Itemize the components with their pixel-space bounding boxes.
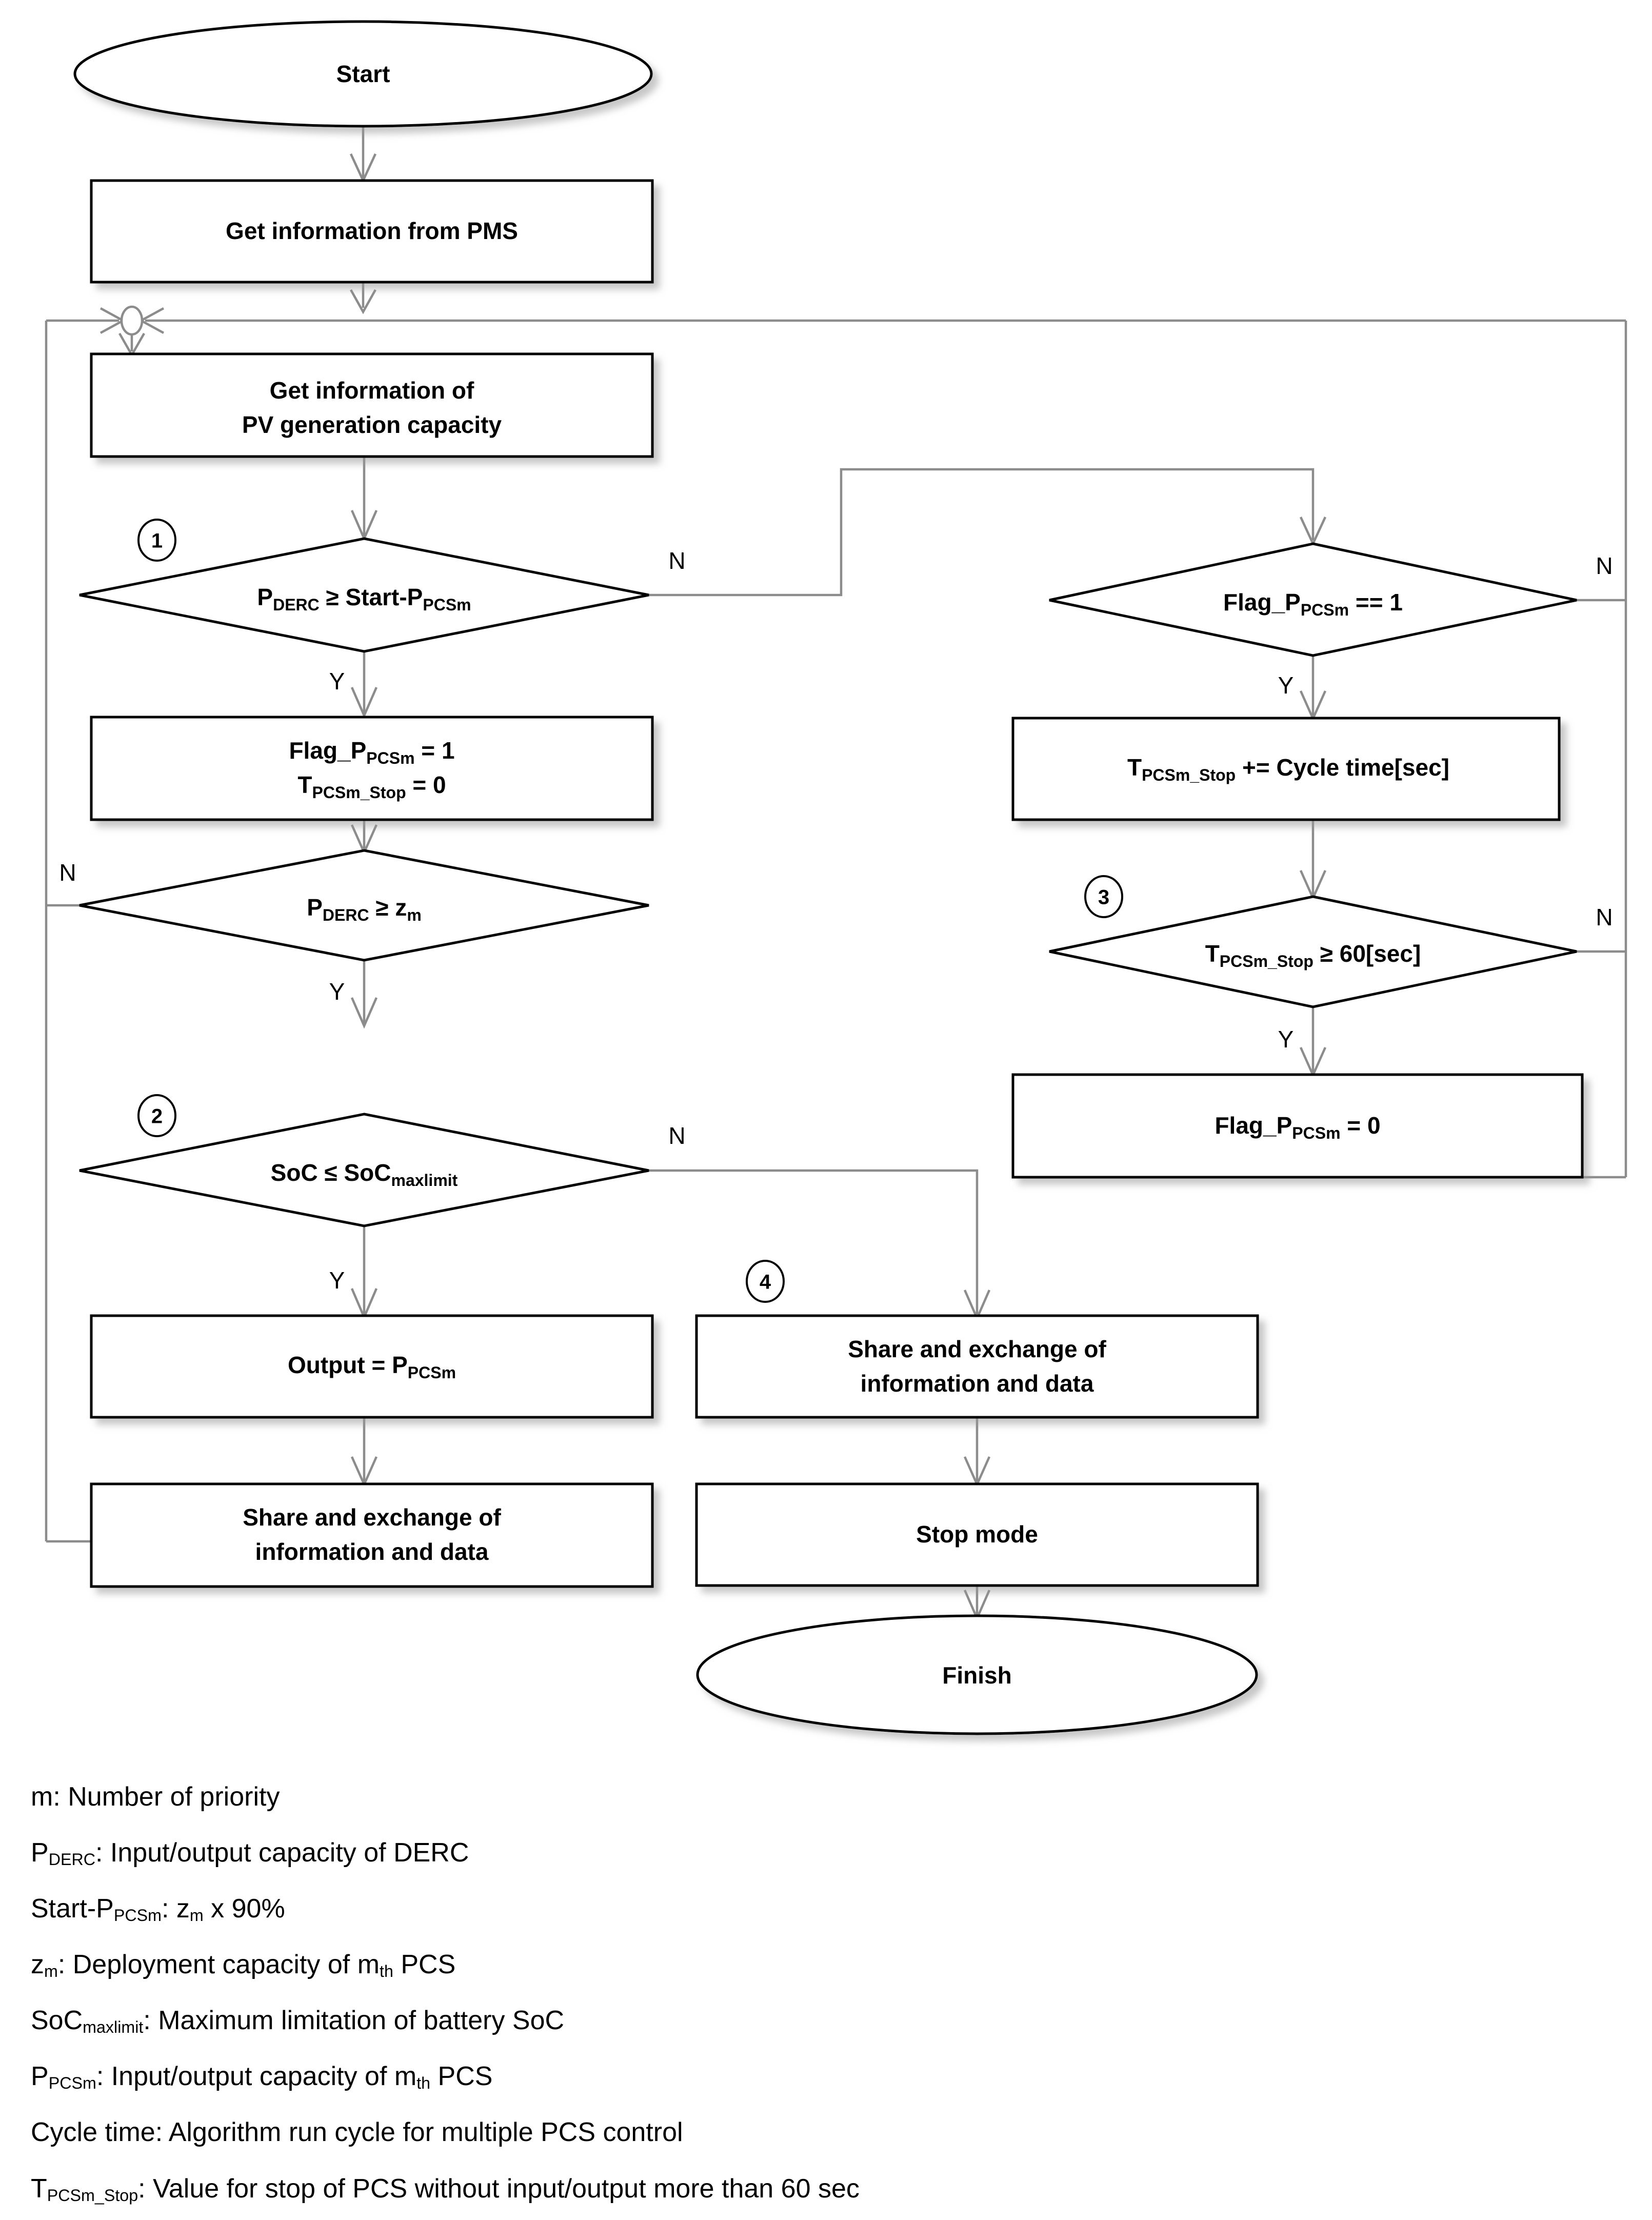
marker-3: 3 [1084, 875, 1123, 918]
node-decision-60sec-label: TPCSm_Stop ≥ 60[sec] [1205, 940, 1421, 970]
node-decision-soc-label: SoC ≤ SoCmaxlimit [271, 1159, 458, 1190]
legend-line-6: Cycle time: Algorithm run cycle for mult… [31, 2108, 1621, 2164]
legend-symbol-5: P [31, 2062, 49, 2092]
node-accumulate-time[interactable]: TPCSm_Stop += Cycle time[sec] [1011, 717, 1561, 821]
svg-text:3: 3 [1098, 886, 1109, 909]
legend-symbol-3: z [31, 1950, 44, 1980]
legend-rest-6: : Algorithm run cycle for multiple PCS c… [155, 2117, 683, 2148]
legend-sub-7: PCSm_Stop [47, 2186, 138, 2205]
node-flag-set-line2: TPCSm_Stop = 0 [297, 771, 446, 802]
node-share-left[interactable]: Share and exchange of information and da… [90, 1482, 654, 1588]
node-flag-set[interactable]: Flag_PPCSm = 1 TPCSm_Stop = 0 [90, 716, 654, 821]
node-decision-flag-label: Flag_PPCSm == 1 [1223, 589, 1403, 619]
node-accumulate-time-label: TPCSm_Stop += Cycle time[sec] [1127, 754, 1449, 784]
node-share-left-line2: information and data [255, 1538, 489, 1565]
legend-rest-7: : Value for stop of PCS without input/ou… [138, 2173, 860, 2204]
node-flag-clear-label: Flag_PPCSm = 0 [1215, 1112, 1380, 1142]
legend-line-5: PPCSm: Input/output capacity of mth PCS [31, 2052, 1621, 2108]
node-get-info-pms-label: Get information from PMS [226, 217, 518, 244]
legend-symbol-1: P [31, 1838, 49, 1868]
arrowhead-dsoc [350, 997, 378, 1029]
legend-symbol-7: T [31, 2173, 47, 2204]
legend-rest-1: : Input/output capacity of DERC [95, 1838, 469, 1868]
node-output-pcsm[interactable]: Output = PPCSm [90, 1314, 654, 1419]
node-share-right-line1: Share and exchange of [848, 1336, 1106, 1362]
connector-layer [45, 126, 1627, 1621]
legend-symbol-2: Start-P [31, 1894, 114, 1924]
branch-label-dzm-yes: Y [329, 978, 345, 1005]
marker-2: 2 [137, 1094, 176, 1137]
node-get-info-pv-label-line1: Get information of [270, 377, 474, 404]
svg-text:1: 1 [151, 530, 163, 552]
branch-label-dsoc-no: N [668, 1122, 685, 1149]
legend-sub-4: maxlimit [83, 2018, 144, 2037]
legend-block: m: Number of priority PDERC: Input/outpu… [31, 1772, 1621, 2220]
node-get-info-pms[interactable]: Get information from PMS [90, 179, 654, 284]
legend-sub-2: PCSm [113, 1906, 162, 1925]
node-decision-60sec[interactable]: TPCSm_Stop ≥ 60[sec] 3 N Y [1049, 875, 1613, 1053]
marker-4: 4 [746, 1260, 785, 1303]
branch-label-dsoc-yes: Y [329, 1267, 345, 1294]
node-finish[interactable]: Finish [696, 1614, 1258, 1735]
branch-label-dzm-no: N [59, 859, 76, 886]
branch-label-d1-no: N [668, 547, 685, 574]
merge-junction-node [120, 305, 144, 336]
node-get-info-pv-label-line2: PV generation capacity [242, 411, 502, 438]
svg-text:4: 4 [760, 1271, 771, 1294]
node-decision-pderc-zm[interactable]: PDERC ≥ zm N Y [59, 849, 649, 1005]
legend-symbol-4: SoC [31, 2006, 83, 2036]
branch-label-d60-yes: Y [1278, 1026, 1294, 1053]
legend-rest-4: : Maximum limitation of battery SoC [143, 2006, 565, 2036]
svg-text:2: 2 [151, 1105, 163, 1128]
legend-symbol-6: Cycle time [31, 2117, 155, 2148]
node-stop-mode-label: Stop mode [916, 1521, 1038, 1548]
arrowhead-junction-top [350, 289, 376, 314]
node-decision-flag[interactable]: Flag_PPCSm == 1 N Y [1049, 542, 1613, 699]
legend-line-0: m: Number of priority [31, 1772, 1621, 1828]
node-decision-pderc-zm-label: PDERC ≥ zm [307, 894, 422, 924]
legend-line-3: zm: Deployment capacity of mth PCS [31, 1940, 1621, 1996]
node-get-info-pv[interactable]: Get information of PV generation capacit… [90, 352, 654, 458]
legend-sub-3: m [44, 1962, 58, 1981]
legend-symbol-0: m [31, 1782, 53, 1812]
connector-dsoc-no [649, 1169, 979, 1314]
marker-1: 1 [137, 519, 176, 562]
legend-rest-2: : zm x 90% [161, 1894, 285, 1925]
branch-label-dflag-yes: Y [1278, 672, 1294, 699]
node-layer: Start Get information from PMS Get infor… [59, 20, 1613, 1735]
node-share-right-line2: information and data [861, 1370, 1094, 1397]
node-finish-label: Finish [942, 1662, 1011, 1689]
legend-line-1: PDERC: Input/output capacity of DERC [31, 1828, 1621, 1884]
node-flag-clear[interactable]: Flag_PPCSm = 0 [1011, 1073, 1584, 1179]
flowchart-root: Start Get information from PMS Get infor… [31, 20, 1627, 2205]
legend-rest-0: : Number of priority [53, 1782, 280, 1812]
legend-rest-3: : Deployment capacity of mth PCS [57, 1950, 456, 1981]
branch-label-d60-no: N [1596, 904, 1613, 930]
node-start-label: Start [336, 61, 390, 87]
branch-label-dflag-no: N [1596, 552, 1613, 579]
node-decision-pderc-start-label: PDERC ≥ Start-PPCSm [257, 584, 471, 614]
connector-d1-no [649, 468, 1315, 597]
node-decision-soc[interactable]: SoC ≤ SoCmaxlimit 2 N Y [79, 1094, 686, 1294]
node-flag-set-line1: Flag_PPCSm = 1 [289, 737, 454, 767]
node-stop-mode[interactable]: Stop mode [695, 1482, 1259, 1587]
flowchart-svg: Start Get information from PMS Get infor… [45, 20, 1627, 1735]
legend-sub-5: PCSm [48, 2074, 96, 2093]
node-decision-pderc-start[interactable]: PDERC ≥ Start-PPCSm 1 N Y [79, 519, 686, 695]
legend-line-4: SoCmaxlimit: Maximum limitation of batte… [31, 1996, 1621, 2052]
legend-sub-1: DERC [48, 1850, 96, 1869]
legend-line-7: TPCSm_Stop: Value for stop of PCS withou… [31, 2164, 1621, 2220]
node-output-pcsm-label: Output = PPCSm [288, 1352, 456, 1382]
node-share-left-line1: Share and exchange of [243, 1504, 501, 1531]
legend-line-2: Start-PPCSm: zm x 90% [31, 1884, 1621, 1940]
branch-label-d1-yes: Y [329, 668, 345, 695]
legend-rest-5: : Input/output capacity of mth PCS [96, 2062, 493, 2093]
arrowhead-d1-yes [350, 687, 378, 719]
node-start[interactable]: Start [73, 20, 653, 128]
node-share-right[interactable]: Share and exchange of information and da… [695, 1260, 1259, 1419]
